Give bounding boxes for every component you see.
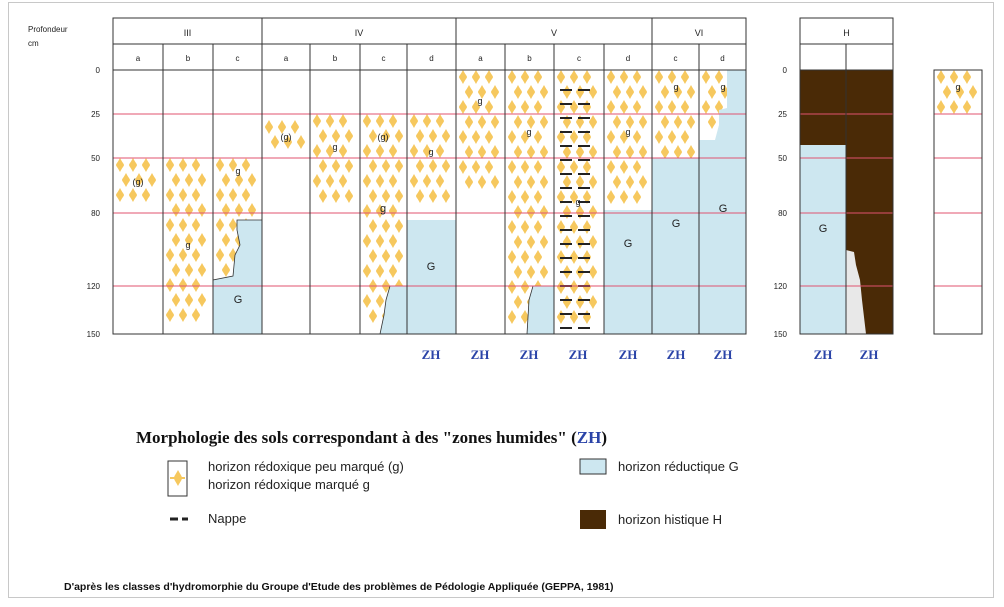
column-label-2: c — [236, 54, 240, 63]
column-label-4: b — [333, 54, 338, 63]
axis-tick-1: 25 — [91, 110, 100, 119]
reductique-VI-c — [652, 158, 699, 334]
profile-label2-12: G — [719, 203, 728, 215]
reductique-IV-d — [407, 220, 456, 334]
zh-label-7: ZH — [814, 347, 833, 362]
depth-lines-layer — [113, 113, 982, 287]
profile-label-2: g — [235, 166, 240, 176]
axis-tick-4: 120 — [87, 282, 101, 291]
reductique-V-b — [526, 285, 555, 335]
profiles-layer — [212, 70, 893, 335]
nappe-V-c — [560, 89, 590, 329]
axis-tick-h-3: 80 — [778, 209, 787, 218]
zh-label-0: ZH — [422, 347, 441, 362]
profile-label-1: g — [185, 240, 190, 250]
profile-label2-2: G — [234, 294, 243, 306]
zh-label-8: ZH — [860, 347, 879, 362]
redox-extra — [937, 70, 977, 114]
profile-label-3: (g) — [281, 132, 292, 142]
profile-label-5: (g) — [378, 132, 389, 142]
profile-label-12: g — [720, 82, 725, 92]
grid-extra-outer — [933, 69, 983, 335]
column-label-10: d — [626, 54, 630, 63]
figure-frame — [8, 2, 994, 598]
redox-V-a — [459, 70, 499, 189]
profile-label2-6: G — [427, 261, 436, 273]
table-grid-layer — [112, 17, 983, 335]
legend-redox-marked: horizon rédoxique marqué g — [208, 477, 370, 492]
profile-label-15: g — [955, 82, 960, 92]
zh-label-1: ZH — [471, 347, 490, 362]
soil-profiles-diagram: III IV V VI Ha b c a b c d a b c d c d Profondeur cm 0 0 25 25… — [28, 17, 983, 362]
axis-tick-2: 50 — [91, 154, 100, 163]
profile-label-4: g — [332, 142, 337, 152]
legend-redox-light: horizon rédoxique peu marqué (g) — [208, 459, 404, 474]
group-label-4: H — [843, 28, 850, 38]
column-label-7: a — [478, 54, 483, 63]
profile-label2-5: g — [380, 203, 386, 215]
axis-tick-h-4: 120 — [774, 282, 788, 291]
group-label-0: III — [184, 28, 192, 38]
profile-label2-11: G — [672, 218, 681, 230]
profile-label-8: g — [526, 127, 531, 137]
axis-tick-h-5: 150 — [774, 330, 788, 339]
group-label-3: VI — [695, 28, 704, 38]
legend-nappe: Nappe — [208, 511, 247, 526]
zh-label-6: ZH — [714, 347, 733, 362]
redox-V-d — [607, 70, 647, 204]
axis-tick-5: 150 — [87, 330, 101, 339]
reductique-H-1 — [800, 145, 846, 334]
column-label-9: c — [577, 54, 581, 63]
profile-label-9: g — [575, 197, 580, 207]
reductique-IV-c — [379, 285, 408, 335]
source-note: D'après les classes d'hydromorphie du Gr… — [64, 581, 614, 593]
histique-H-1 — [800, 70, 846, 145]
column-label-12: d — [720, 54, 724, 63]
legend-title: Morphologie des sols correspondant à des… — [136, 428, 607, 447]
axis-tick-h-2: 50 — [778, 154, 787, 163]
grid-main-outer — [112, 17, 747, 335]
zh-label-4: ZH — [619, 347, 638, 362]
profile-label-10: g — [625, 127, 630, 137]
zh-label-2: ZH — [520, 347, 539, 362]
column-label-8: b — [527, 54, 532, 63]
axis-tick-0: 0 — [96, 66, 101, 75]
legend-histique: horizon histique H — [618, 512, 723, 527]
axis-title-1: Profondeur — [28, 25, 68, 34]
zh-label-5: ZH — [667, 347, 686, 362]
axis-tick-h-0: 0 — [783, 66, 788, 75]
reductique-V-d — [604, 210, 652, 334]
legend-title-zh: ZH — [576, 428, 602, 447]
zh-label-3: ZH — [569, 347, 588, 362]
profile-label2-10: G — [624, 238, 633, 250]
profile-label-0: (g) — [133, 177, 144, 187]
profile-label-6: g — [428, 147, 433, 157]
column-label-1: b — [186, 54, 191, 63]
axis-tick-3: 80 — [91, 209, 100, 218]
group-label-2: V — [551, 28, 557, 38]
profile-label2-13: G — [819, 223, 828, 235]
labels-layer: III IV V VI Ha b c a b c d a b c d c d Profondeur cm 0 0 25 25… — [28, 25, 961, 362]
profile-label-11: g — [673, 82, 678, 92]
column-label-0: a — [136, 54, 141, 63]
axis-tick-h-1: 25 — [778, 110, 787, 119]
axis-title-2: cm — [28, 39, 39, 48]
column-label-3: a — [284, 54, 289, 63]
profile-label-7: g — [477, 96, 482, 106]
column-label-5: c — [382, 54, 386, 63]
reductique-VI-d — [699, 70, 746, 334]
histique-H-2-notch — [846, 250, 866, 334]
column-label-6: d — [429, 54, 433, 63]
legend-reductique: horizon réductique G — [618, 459, 739, 474]
group-label-1: IV — [355, 28, 364, 38]
column-label-11: c — [674, 54, 678, 63]
